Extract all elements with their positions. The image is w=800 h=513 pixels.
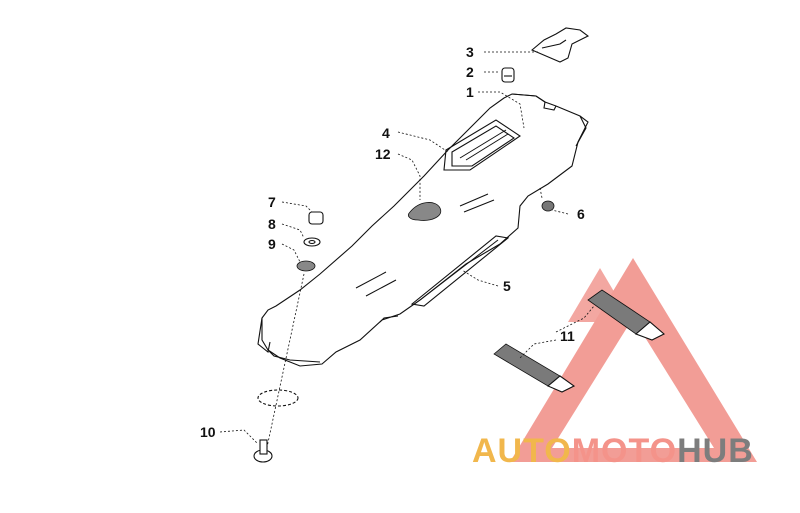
strip-5: [410, 235, 510, 307]
bolt-10: [253, 439, 273, 463]
callout-1: 1: [466, 84, 474, 100]
grommet-6: [541, 200, 555, 212]
washer-under-plate: [257, 389, 299, 407]
callout-10: 10: [200, 424, 216, 440]
bolt-2: [501, 67, 515, 83]
callout-11: 11: [560, 328, 575, 344]
callout-9: 9: [268, 236, 276, 252]
watermark-hub: HUB: [677, 432, 754, 470]
plate-slots: [355, 193, 495, 297]
svg-text:AUTOMOTOHUB: AUTOMOTOHUB: [472, 432, 754, 470]
watermark-moto: MOTO: [572, 432, 677, 470]
callout-5: 5: [503, 278, 511, 294]
callout-8: 8: [268, 216, 276, 232]
callout-2: 2: [466, 64, 474, 80]
callout-3: 3: [466, 44, 474, 60]
watermark-wordmark: AUTOMOTOHUB: [472, 432, 754, 470]
skid-plate-recess: [443, 119, 521, 171]
callout-12: 12: [375, 146, 391, 162]
callout-7: 7: [268, 194, 276, 210]
callout-6: 6: [577, 206, 585, 222]
watermark-auto: AUTO: [472, 432, 572, 470]
callout-4: 4: [382, 125, 390, 141]
decal-12: [408, 202, 442, 221]
skid-plate: [257, 93, 589, 367]
washer-8: [303, 237, 321, 247]
bracket-3: [530, 27, 590, 63]
scraper-11-lower: [493, 343, 576, 393]
hardware-7: [308, 211, 324, 225]
spacer-9: [296, 260, 316, 272]
scraper-11-upper: [587, 289, 665, 341]
leader-lines: [219, 51, 595, 445]
